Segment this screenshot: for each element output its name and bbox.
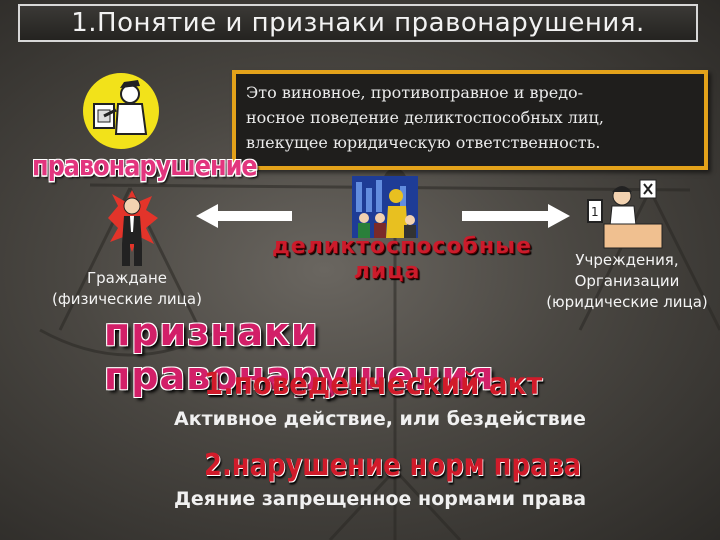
pravonarushenie-wordart: правонарушение [32,149,258,183]
citizens-label-line-1: Граждане [87,269,167,287]
organizations-label-line-3: (юридические лица) [546,293,708,311]
deliktosposobnye-wordart: деликтоспособные лица [272,234,532,284]
arrow-left-icon [196,204,292,228]
item2-title: 2.нарушение норм права [204,448,582,483]
definition-line-2: носное поведение деликтоспособных лиц, [246,108,604,127]
group-people-clipart-icon [352,176,418,238]
item1-title: 1.поведенческий акт [204,367,543,402]
definition-line-3: влекущее юридическую ответственность. [246,133,601,152]
svg-text:1: 1 [591,205,599,219]
citizens-label-line-2: (физические лица) [52,290,202,308]
item2-text: Деяние запрещенное нормами права [173,488,587,510]
item1-text: Активное действие, или бездействие [174,408,586,430]
offender-clipart-icon [83,73,159,149]
organizations-label-line-1: Учреждения, [575,251,679,269]
deliktosposobnye-line-2: лица [353,259,421,284]
citizens-label: Граждане (физические лица) [38,268,216,310]
title-bar: 1.Понятие и признаки правонарушения. [18,4,698,42]
definition-line-1: Это виновное, противоправное и вредо- [246,83,584,102]
priznaki-heading: признаки правонарушения [104,310,495,398]
organizations-label: Учреждения, Организации (юридические лиц… [538,250,716,313]
deliktosposobnye-line-1: деликтоспособные [272,234,532,259]
citizen-clipart-icon [108,190,158,266]
organizations-label-line-2: Организации [574,272,680,290]
office-worker-clipart-icon: 1 [587,179,663,249]
arrow-right-icon [462,204,570,228]
page-title: 1.Понятие и признаки правонарушения. [71,8,645,38]
definition-box: Это виновное, противоправное и вредо- но… [232,70,708,170]
